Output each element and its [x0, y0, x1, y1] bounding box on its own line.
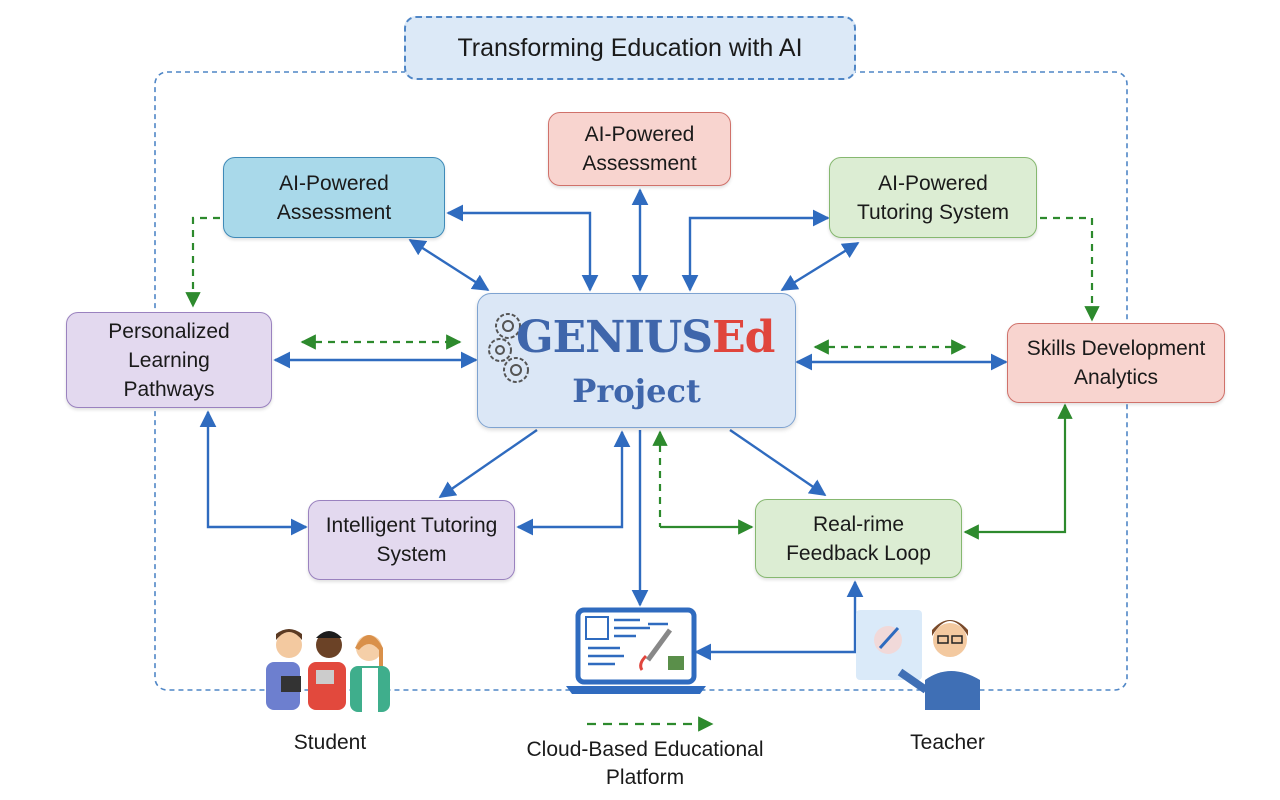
- arrow-tutoring-skills: [1040, 216, 1100, 322]
- node-ai-powered-tutoring-system: AI-Powered Tutoring System: [829, 157, 1037, 238]
- arrow-assessment-pathways: [185, 216, 220, 308]
- arrow-intelligent-center: [516, 430, 631, 536]
- arrow-tutoring-center-diag: [780, 241, 860, 292]
- brand-logo: GENIUSEd: [516, 312, 775, 363]
- node-ai-powered-assessment-blue: AI-Powered Assessment: [223, 157, 445, 238]
- gears-icon: [488, 313, 529, 383]
- arrow-teacher-laptop: [694, 580, 864, 661]
- node-personalized-learning-pathways: Personalized Learning Pathways: [66, 312, 272, 408]
- brand-accent: Ed: [712, 312, 775, 363]
- node-real-time-feedback-loop: Real-rime Feedback Loop: [755, 499, 962, 578]
- laptop-icon: [566, 607, 706, 694]
- arrow-pathways-intelligent: [199, 410, 308, 536]
- arrow-assessment-center-elbow: [446, 204, 599, 292]
- student-label: Student: [293, 731, 367, 754]
- legend-label: Cloud-Based Educational Platform: [526, 738, 764, 789]
- node-intelligent-tutoring-system: Intelligent Tutoring System: [308, 500, 515, 580]
- center-geniused-project: GENIUSEd Project: [477, 293, 796, 428]
- students-illustration: [266, 629, 390, 712]
- brand-main: GENIUS: [516, 312, 713, 363]
- arrow-center-intelligent: [438, 429, 538, 498]
- arrow-assessment-center-diag: [408, 238, 490, 292]
- brand-subtitle: Project: [572, 372, 701, 410]
- node-skills-development-analytics: Skills Development Analytics: [1007, 323, 1225, 403]
- teacher-label: Teacher: [910, 731, 985, 754]
- teacher-illustration: [856, 610, 980, 710]
- arrow-skills-feedback: [963, 403, 1073, 540]
- arrow-tutoring-center-elbow: [681, 209, 830, 292]
- diagram-title: Transforming Education with AI: [404, 16, 856, 80]
- arrow-center-feedback: [729, 429, 827, 496]
- node-ai-powered-assessment-red: AI-Powered Assessment: [548, 112, 731, 186]
